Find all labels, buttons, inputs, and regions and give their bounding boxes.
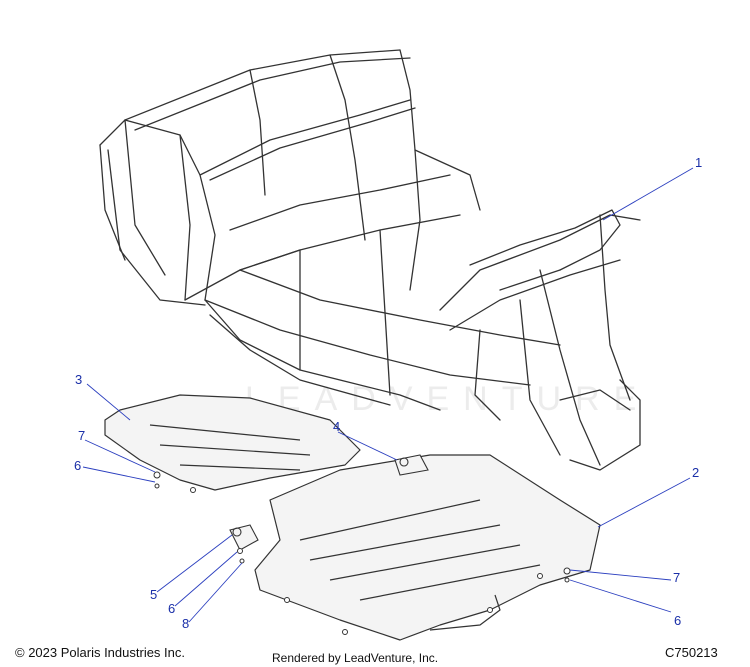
diagram-id: C750213 <box>665 645 718 660</box>
callout-7-right: 7 <box>673 570 681 585</box>
callout-5: 5 <box>150 587 158 602</box>
callout-6-right: 6 <box>674 613 682 628</box>
callout-6-left: 6 <box>74 458 82 473</box>
callout-6-center: 6 <box>168 601 176 616</box>
callout-3: 3 <box>75 372 83 387</box>
rendered-by-text: Rendered by LeadVenture, Inc. <box>272 651 439 665</box>
copyright-text: © 2023 Polaris Industries Inc. <box>15 645 185 660</box>
callout-4: 4 <box>333 419 341 434</box>
callout-2: 2 <box>692 465 700 480</box>
main-frame <box>99 49 641 471</box>
leader-lines <box>82 167 694 623</box>
bracket-parts <box>229 454 429 551</box>
skid-plate-front <box>254 454 601 641</box>
skid-plate-rear <box>104 394 361 491</box>
callout-8: 8 <box>182 616 190 631</box>
watermark: LEADVENTURE <box>245 380 651 418</box>
callout-7-left: 7 <box>78 428 86 443</box>
callout-1: 1 <box>695 155 703 170</box>
fasteners <box>153 471 571 635</box>
